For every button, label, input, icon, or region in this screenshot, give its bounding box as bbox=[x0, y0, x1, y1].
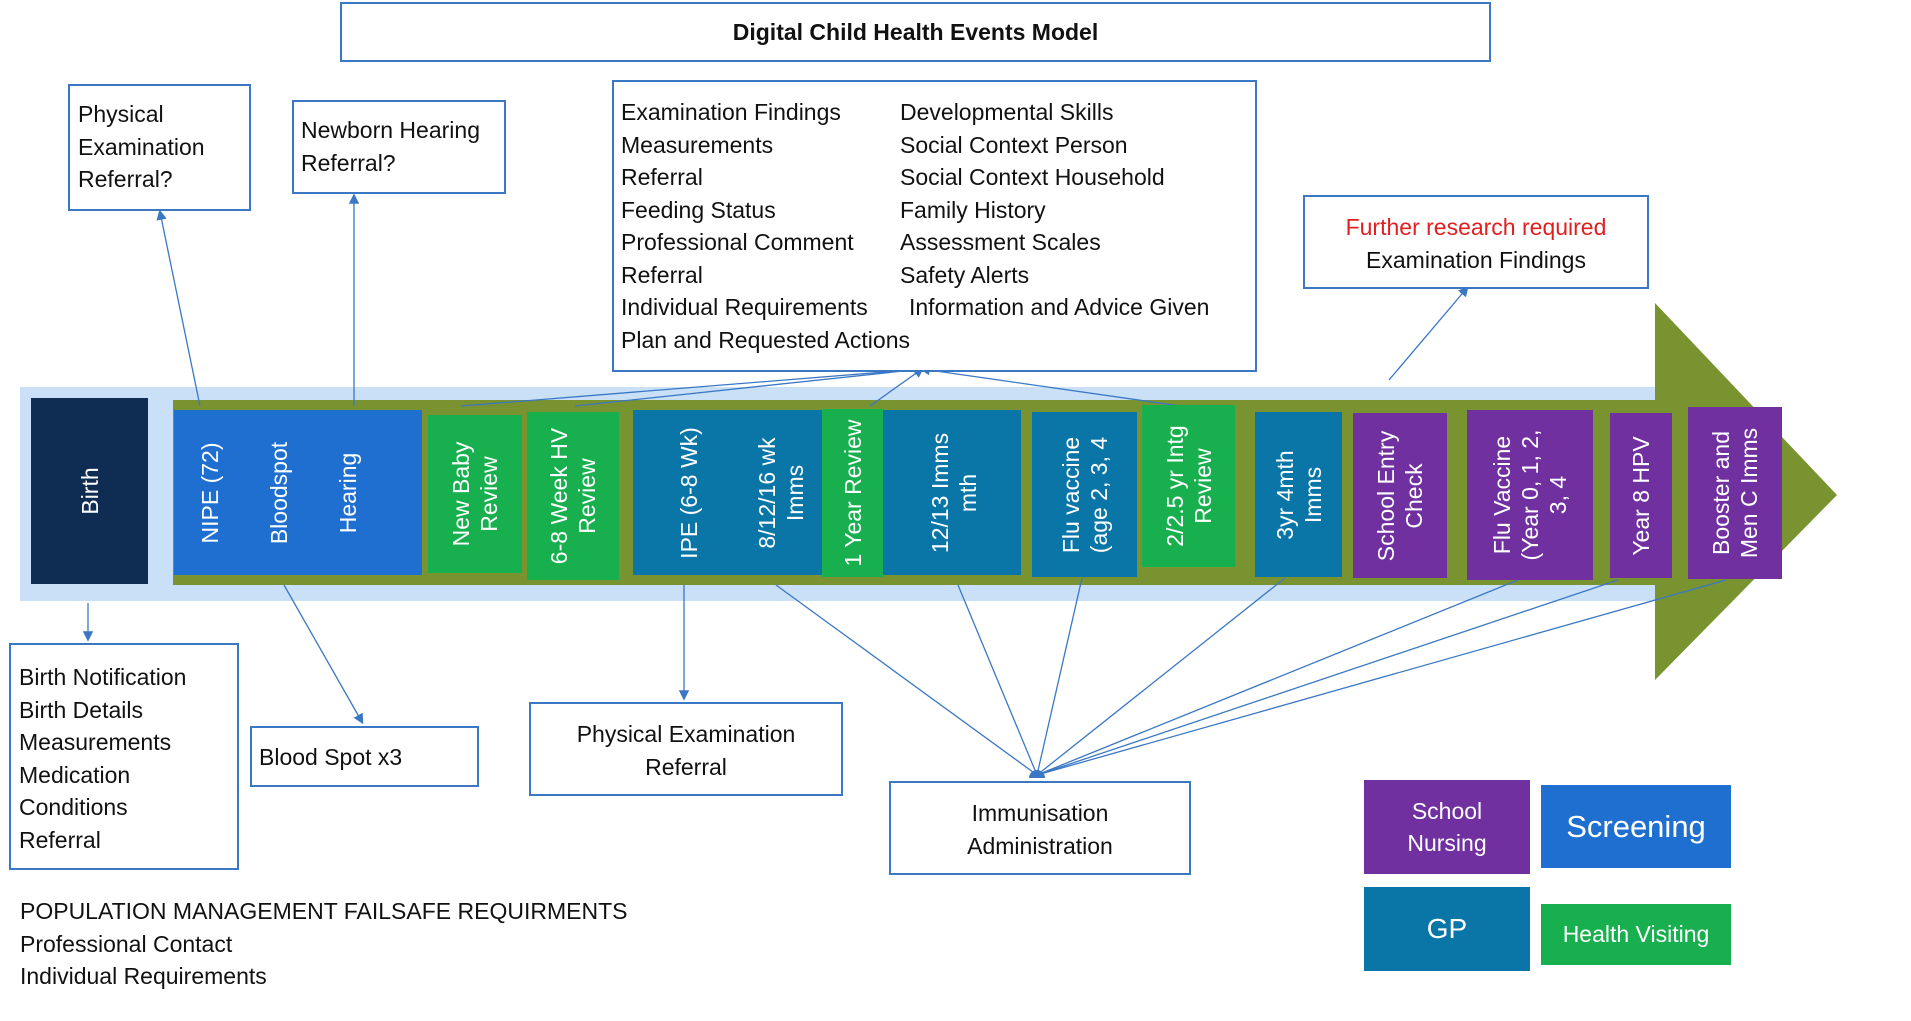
review-item: Referral bbox=[621, 261, 703, 288]
birth-label: Birth bbox=[76, 467, 103, 515]
screening-group-block: NIPE (72) Bloodspot Hearing bbox=[174, 410, 422, 575]
review-item: Assessment Scales bbox=[900, 229, 1101, 255]
six-eight-week-hv-review-block: 6-8 Week HV Review bbox=[527, 412, 619, 580]
connector-school-research bbox=[1388, 286, 1469, 381]
year8-hpv-block: Year 8 HPV bbox=[1610, 413, 1672, 578]
legend-gp-label: GP bbox=[1426, 913, 1468, 944]
review-item: Measurements bbox=[621, 131, 774, 158]
bloodspot-label: Bloodspot bbox=[266, 441, 292, 544]
further-research-box: Further research required Examination Fi… bbox=[1303, 195, 1649, 289]
flu-vaccine-year-block: Flu Vaccine (Year 0, 1, 2, 3, 4 bbox=[1467, 410, 1593, 580]
legend-screening: Screening bbox=[1541, 785, 1731, 868]
connector-1yr-findings bbox=[869, 367, 925, 407]
population-item: Individual Requirements bbox=[20, 963, 267, 989]
review-item: Family History bbox=[900, 196, 1046, 223]
birth-item: Measurements bbox=[19, 729, 172, 755]
newborn-hearing-referral-box: Newborn Hearing Referral? bbox=[292, 100, 506, 194]
new-baby-review-block: New Baby Review bbox=[428, 415, 522, 573]
two-yr-intg-review-label: 2/2.5 yr Intg Review bbox=[1161, 425, 1216, 547]
text-line: Newborn Hearing bbox=[301, 117, 480, 143]
review-item: Referral bbox=[621, 164, 703, 190]
review-item: Developmental Skills bbox=[900, 99, 1114, 125]
text-line: Referral? bbox=[301, 149, 396, 176]
legend-school-nursing-line2: Nursing bbox=[1407, 830, 1487, 856]
review-items-box: Examination Findings Measurements Referr… bbox=[612, 80, 1257, 372]
review-item: Plan and Requested Actions bbox=[621, 326, 910, 353]
school-entry-check-block: School Entry Check bbox=[1353, 413, 1447, 578]
physical-exam-referral-question-box: Physical Examination Referral? bbox=[68, 84, 251, 211]
title-box: Digital Child Health Events Model bbox=[340, 2, 1491, 62]
new-baby-review-label: New Baby Review bbox=[448, 441, 502, 547]
text-line: Referral? bbox=[78, 166, 173, 192]
immunisation-administration-box: Immunisation Administration bbox=[889, 781, 1191, 875]
two-yr-intg-review-block: 2/2.5 yr Intg Review bbox=[1142, 405, 1235, 567]
review-items-right: Developmental Skills Social Context Pers… bbox=[900, 96, 1209, 324]
connector-newbaby-findings bbox=[460, 364, 925, 407]
year8-hpv-label: Year 8 HPV bbox=[1628, 435, 1654, 556]
text-line: Examination bbox=[78, 133, 205, 160]
legend-gp: GP bbox=[1364, 887, 1530, 971]
review-item: Feeding Status bbox=[621, 196, 776, 223]
legend-health-visiting-label: Health Visiting bbox=[1562, 921, 1710, 947]
one-year-review-block: 1 Year Review bbox=[822, 409, 883, 577]
three-yr-imms-label: 3yr 4mth Imms bbox=[1271, 449, 1326, 540]
legend-school-nursing: School Nursing bbox=[1364, 780, 1530, 874]
review-item: Safety Alerts bbox=[900, 261, 1030, 288]
one-year-review-label: 1 Year Review bbox=[839, 419, 866, 567]
text-line: Referral bbox=[645, 753, 727, 780]
imms-12-13-label: 12/13 Imms mth bbox=[926, 432, 981, 553]
connector-2yr-findings bbox=[919, 364, 1181, 407]
booster-men-c-block: Booster and Men C Imms bbox=[1688, 407, 1782, 579]
text-line: Administration bbox=[967, 832, 1113, 859]
flu-vaccine-age-label: Flu vaccine (age 2, 3, 4 bbox=[1057, 436, 1112, 553]
flu-vaccine-age-block: Flu vaccine (age 2, 3, 4 bbox=[1032, 412, 1137, 577]
connector-nipe-referral bbox=[156, 209, 201, 407]
review-item: Examination Findings bbox=[621, 99, 841, 125]
review-item: Information and Advice Given bbox=[909, 294, 1210, 320]
school-entry-check-label: School Entry Check bbox=[1373, 430, 1427, 561]
legend-school-nursing-line1: School bbox=[1411, 798, 1483, 824]
further-research-heading: Further research required bbox=[1345, 214, 1607, 240]
ipe-label: IPE (6-8 Wk) bbox=[676, 426, 702, 559]
birth-item: Birth Details bbox=[19, 696, 143, 723]
population-item: Professional Contact bbox=[20, 930, 233, 957]
review-item: Individual Requirements bbox=[621, 294, 868, 320]
review-item: Social Context Household bbox=[900, 164, 1165, 190]
population-heading: POPULATION MANAGEMENT FAILSAFE REQUIRMEN… bbox=[20, 898, 628, 924]
legend-health-visiting: Health Visiting bbox=[1541, 904, 1731, 965]
blood-spot-label: Blood Spot x3 bbox=[259, 744, 403, 770]
legend-screening-label: Screening bbox=[1566, 808, 1706, 844]
birth-item: Birth Notification bbox=[19, 664, 187, 690]
six-eight-week-hv-label: 6-8 Week HV Review bbox=[546, 427, 600, 565]
blood-spot-box: Blood Spot x3 bbox=[250, 726, 479, 787]
birth-items-box: Birth Notification Birth Details Measure… bbox=[9, 643, 239, 870]
connector-hv-findings bbox=[574, 364, 925, 407]
connector-bloodspot bbox=[283, 584, 364, 725]
text-line: Physical Examination bbox=[576, 721, 796, 747]
three-yr-imms-block: 3yr 4mth Imms bbox=[1255, 412, 1342, 577]
birth-item: Conditions bbox=[19, 794, 128, 820]
review-items-left: Examination Findings Measurements Referr… bbox=[621, 96, 910, 356]
birth-block: Birth bbox=[31, 398, 148, 584]
review-item: Professional Comment bbox=[621, 229, 854, 255]
birth-item: Medication bbox=[19, 761, 131, 788]
hearing-label: Hearing bbox=[335, 452, 361, 533]
physical-exam-referral-box: Physical Examination Referral bbox=[529, 702, 843, 796]
imms-12-13-label-area: 12/13 Imms mth bbox=[886, 410, 1021, 575]
text-line: Physical bbox=[78, 101, 164, 127]
imms-8-12-16-label: 8/12/16 wk Imms bbox=[754, 436, 808, 549]
birth-item: Referral bbox=[19, 826, 101, 853]
population-management-text: POPULATION MANAGEMENT FAILSAFE REQUIRMEN… bbox=[20, 895, 627, 993]
text-line: Immunisation bbox=[971, 800, 1109, 826]
nipe-label: NIPE (72) bbox=[197, 442, 223, 543]
flu-vaccine-year-label: Flu Vaccine (Year 0, 1, 2, 3, 4 bbox=[1489, 429, 1571, 561]
booster-men-c-label: Booster and Men C Imms bbox=[1708, 427, 1762, 559]
immunisation-connector-node bbox=[1029, 770, 1045, 778]
further-research-item: Examination Findings bbox=[1366, 246, 1586, 273]
review-item: Social Context Person bbox=[900, 131, 1128, 158]
page-title: Digital Child Health Events Model bbox=[732, 18, 1099, 45]
